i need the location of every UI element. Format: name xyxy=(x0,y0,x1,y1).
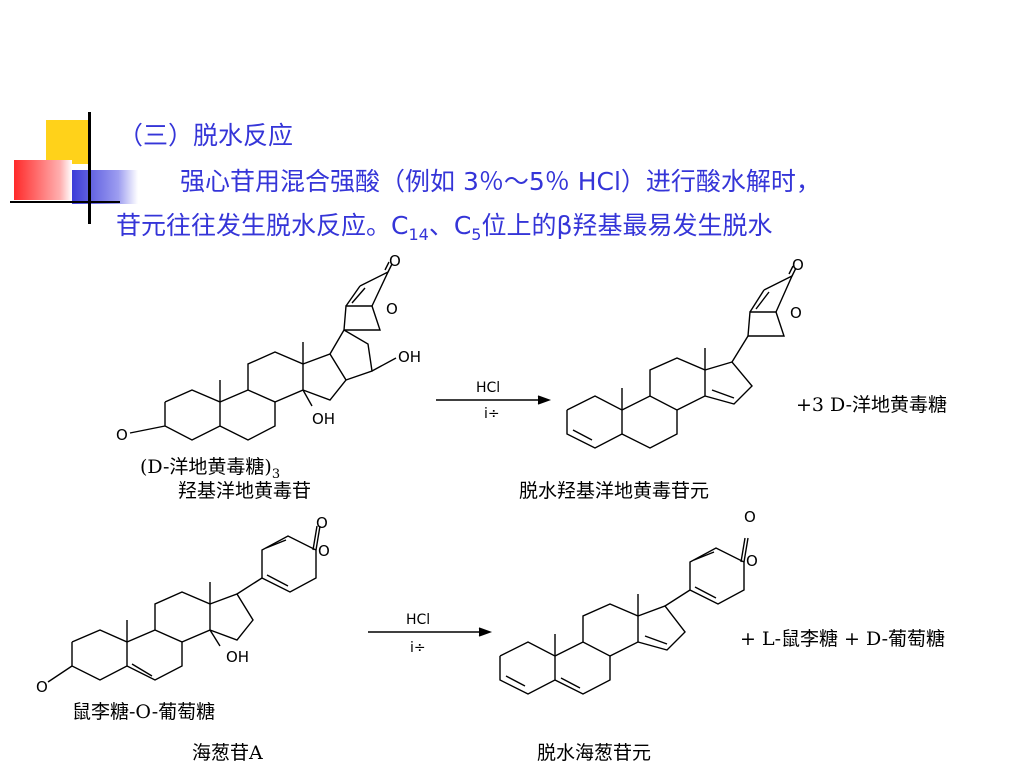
r1-sugar-o: O xyxy=(116,426,128,444)
deco-vertical-line xyxy=(88,112,91,224)
reaction2-byproduct: + L-鼠李糖 + D-葡萄糖 xyxy=(740,628,946,650)
r1-ring-o: O xyxy=(386,300,398,318)
product1-steroid-skeleton xyxy=(566,265,797,449)
r1-14-oh: OH xyxy=(312,410,335,428)
reactant1-steroid-skeleton xyxy=(129,261,397,441)
line2-sub-5: 5 xyxy=(471,225,482,244)
reactant1-sugar-text: (D-洋地黄毒糖) xyxy=(140,456,272,478)
line2-post: 位上的β羟基最易发生脱水 xyxy=(481,211,773,240)
reactant2-steroid-skeleton xyxy=(47,525,321,683)
paragraph-line-2: 苷元往往发生脱水反应。C14、C5位上的β羟基最易发生脱水 xyxy=(116,206,772,244)
deco-red-square xyxy=(14,160,72,200)
reactant1-sugar-sub: 3 xyxy=(271,466,281,482)
p2-carbonyl-o: O xyxy=(744,508,756,526)
section-heading: （三）脱水反应 xyxy=(118,121,294,150)
r1-carbonyl-o: O xyxy=(389,252,401,270)
r2-14-oh: OH xyxy=(226,648,249,666)
line2-sub-14: 14 xyxy=(408,225,429,244)
reaction2-reagent-bottom: i÷ xyxy=(410,640,426,656)
reaction1-reactant-sugar: (D-洋地黄毒糖)3 xyxy=(140,452,280,482)
reaction2-reagent-top: HCl xyxy=(406,612,430,628)
r2-sugar-o: O xyxy=(36,678,48,696)
deco-blue-square xyxy=(72,170,138,204)
r2-ring-o: O xyxy=(318,542,330,560)
reaction2-reactant-sugar: 鼠李糖-O-葡萄糖 xyxy=(72,701,216,723)
r2-carbonyl-o: O xyxy=(316,514,328,532)
reaction1-byproduct: +3 D-洋地黄毒糖 xyxy=(796,394,948,416)
reaction2-product-name: 脱水海葱苷元 xyxy=(537,742,652,764)
reaction1-reagent-top: HCl xyxy=(476,380,500,396)
product2-steroid-skeleton xyxy=(499,537,749,695)
reaction1-product-name: 脱水羟基洋地黄毒苷元 xyxy=(519,480,710,502)
r1-16-oh: OH xyxy=(398,348,421,366)
paragraph-line-1: 强心苷用混合强酸（例如 3％～5％ HCl）进行酸水解时， xyxy=(180,167,821,196)
p1-carbonyl-o: O xyxy=(792,256,804,274)
p1-ring-o: O xyxy=(790,304,802,322)
reaction2-reactant-name: 海葱苷A xyxy=(192,742,263,764)
reaction1-reactant-name: 羟基洋地黄毒苷 xyxy=(178,480,312,502)
line2-pre: 苷元往往发生脱水反应。C xyxy=(116,211,409,240)
reaction1-reagent-bottom: i÷ xyxy=(484,406,500,422)
p2-ring-o: O xyxy=(746,552,758,570)
deco-yellow-square xyxy=(46,120,90,164)
deco-horizontal-line xyxy=(10,201,120,203)
line2-mid: 、C xyxy=(428,211,472,240)
